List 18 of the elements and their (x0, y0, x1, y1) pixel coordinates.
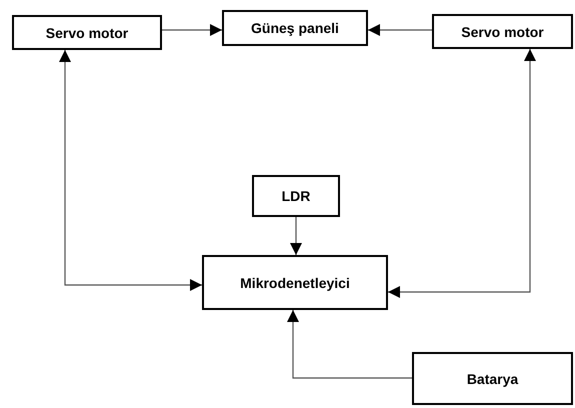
arrow (290, 217, 302, 255)
box-label: Güneş paneli (251, 20, 339, 36)
arrow (287, 310, 412, 379)
box-label: Servo motor (461, 24, 544, 40)
process-box (202, 255, 388, 310)
arrow (59, 50, 202, 291)
process-box (412, 352, 573, 405)
process-box (432, 14, 573, 49)
box-label: Servo motor (46, 24, 128, 40)
process-box (252, 175, 340, 217)
arrow (388, 49, 536, 298)
box-label: LDR (282, 188, 310, 204)
arrow (162, 24, 222, 36)
process-box (12, 15, 162, 50)
process-box (222, 10, 368, 46)
box-label: Batarya (466, 370, 518, 386)
box-label: Mikrodenetleyici (240, 274, 350, 290)
arrow (368, 24, 432, 36)
